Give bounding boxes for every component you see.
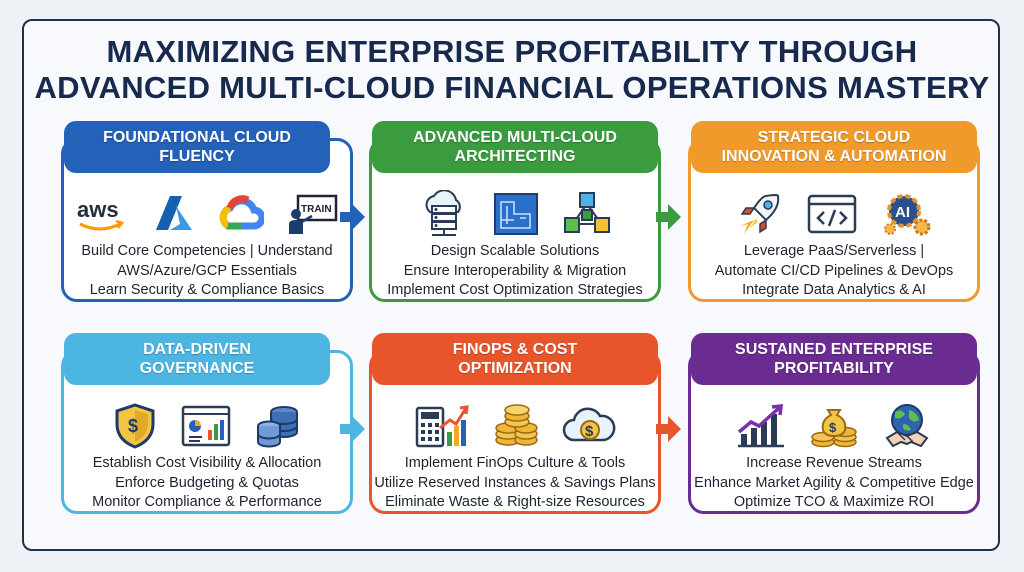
blueprint-icon xyxy=(494,193,538,235)
calculator-chart-icon xyxy=(415,405,469,448)
dashboard-icon xyxy=(181,405,231,447)
page-title: MAXIMIZING ENTERPRISE PROFITABILITY THRO… xyxy=(0,34,1024,106)
arrow-right-icon xyxy=(656,204,681,230)
card-description: Build Core Competencies | Understand AWS… xyxy=(81,243,333,298)
card-description: Establish Cost Visibility & Allocation E… xyxy=(92,455,322,510)
svg-text:$: $ xyxy=(829,420,837,435)
title-line-2: ADVANCED MULTI-CLOUD FINANCIAL OPERATION… xyxy=(34,70,990,105)
cubes-network-icon xyxy=(564,192,610,233)
card-description: Design Scalable Solutions Ensure Interop… xyxy=(387,243,643,298)
svg-text:TRAIN: TRAIN xyxy=(301,204,332,215)
card-sustained-enterprise-profitability: SUSTAINED ENTERPRISE PROFITABILITY $ xyxy=(688,333,980,514)
svg-text:$: $ xyxy=(128,416,138,436)
card-icons xyxy=(372,187,658,241)
arrow-right-icon xyxy=(340,416,365,442)
svg-text:aws: aws xyxy=(77,197,119,222)
card-header: FOUNDATIONAL CLOUD FLUENCY xyxy=(64,121,330,173)
card-foundational-cloud-fluency: FOUNDATIONAL CLOUD FLUENCY aws TRAIN Bui… xyxy=(61,121,353,302)
gcp-logo-icon xyxy=(219,195,264,230)
train-board-icon: TRAIN xyxy=(289,194,338,234)
card-description: Increase Revenue Streams Enhance Market … xyxy=(694,455,974,510)
card-description: Leverage PaaS/Serverless | Automate CI/C… xyxy=(714,243,954,298)
card-icons: $ xyxy=(691,399,977,453)
card-advanced-multi-cloud-architecting: ADVANCED MULTI-CLOUD ARCHITECTING xyxy=(369,121,661,302)
card-header: FINOPS & COST OPTIMIZATION xyxy=(372,333,658,385)
arrow-right-icon xyxy=(340,204,365,230)
dollar-cloud-icon: $ xyxy=(562,407,616,442)
card-data-driven-governance: DATA-DRIVEN GOVERNANCE $ xyxy=(61,333,353,514)
card-header: STRATEGIC CLOUD INNOVATION & AUTOMATION xyxy=(691,121,977,173)
svg-text:$: $ xyxy=(585,423,594,440)
title-line-1: MAXIMIZING ENTERPRISE PROFITABILITY THRO… xyxy=(106,34,918,69)
card-icons: $ xyxy=(64,399,350,453)
card-description: Implement FinOps Culture & Tools Utilize… xyxy=(374,455,656,510)
azure-logo-icon xyxy=(156,196,192,230)
card-header: ADVANCED MULTI-CLOUD ARCHITECTING xyxy=(372,121,658,173)
card-finops-cost-optimization: FINOPS & COST OPTIMIZATION xyxy=(369,333,661,514)
card-icons: aws TRAIN xyxy=(64,187,350,241)
aws-logo-icon: aws xyxy=(77,197,125,231)
global-handshake-icon xyxy=(885,404,929,448)
card-header: DATA-DRIVEN GOVERNANCE xyxy=(64,333,330,385)
database-stack-icon xyxy=(257,406,298,448)
money-bag-icon: $ xyxy=(811,409,857,448)
card-icons: AI xyxy=(691,187,977,241)
svg-text:AI: AI xyxy=(895,204,910,221)
ai-gears-icon: AI xyxy=(884,194,931,236)
code-window-icon xyxy=(807,194,857,234)
growth-chart-icon xyxy=(737,404,784,448)
card-header: SUSTAINED ENTERPRISE PROFITABILITY xyxy=(691,333,977,385)
card-strategic-cloud-innovation: STRATEGIC CLOUD INNOVATION & AUTOMATION … xyxy=(688,121,980,302)
arrow-right-icon xyxy=(656,416,681,442)
rocket-icon xyxy=(740,194,780,234)
cloud-server-icon xyxy=(425,190,461,236)
card-icons: $ xyxy=(372,399,658,453)
coins-icon xyxy=(495,404,538,446)
dollar-shield-icon: $ xyxy=(115,403,155,449)
